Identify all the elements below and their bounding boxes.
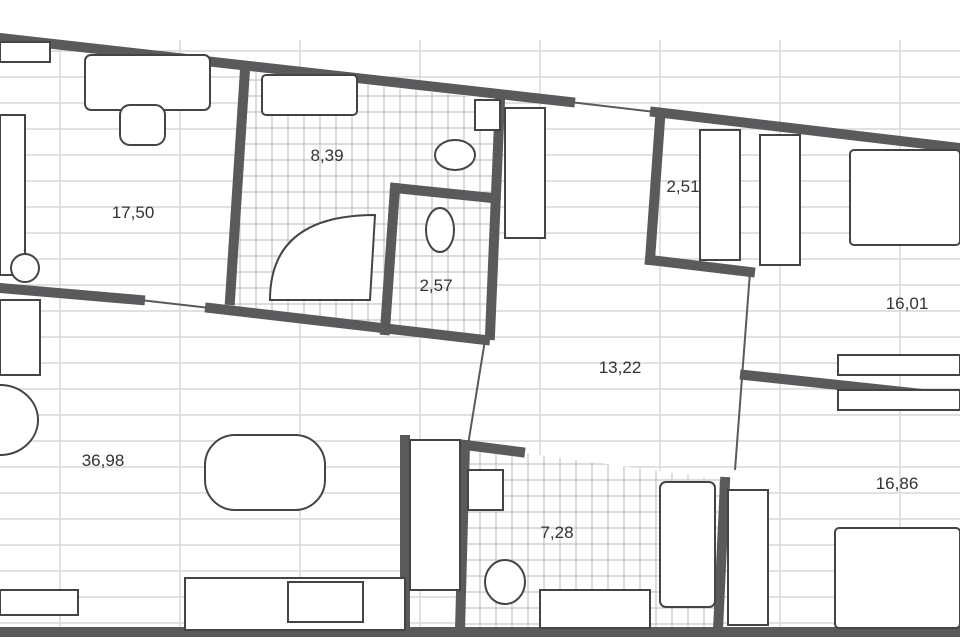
bed-left <box>0 114 26 276</box>
sink-upper <box>261 74 358 116</box>
dining-table <box>204 434 326 511</box>
room-area-label: 8,39 <box>310 146 344 165</box>
desk <box>84 54 211 111</box>
wardrobe-1 <box>504 107 546 239</box>
bathroom-lower-tiles <box>460 445 725 630</box>
room-area-label: 2,57 <box>419 276 453 295</box>
radiator-2 <box>837 389 960 411</box>
coffee-table <box>0 384 39 456</box>
toilet-lower <box>484 559 526 605</box>
bed-right-upper <box>849 149 960 246</box>
furniture <box>0 41 960 631</box>
room-area-label: 13,22 <box>598 358 642 377</box>
wardrobe-2 <box>699 129 741 261</box>
nightstand <box>10 253 40 283</box>
room-area-label: 2,51 <box>666 177 700 196</box>
radiator-top <box>0 41 51 63</box>
radiator-1 <box>837 354 960 376</box>
washer <box>467 469 504 511</box>
room-area-label: 7,28 <box>540 523 574 542</box>
room-area-label: 16,01 <box>885 294 929 313</box>
sink-lower <box>539 589 651 629</box>
chair <box>119 104 166 146</box>
wardrobe-3 <box>759 134 801 266</box>
bed-right-lower <box>834 527 960 629</box>
room-area-label: 36,98 <box>81 451 125 470</box>
walls <box>0 32 960 637</box>
kitchen-counter <box>409 439 461 591</box>
shaft <box>474 99 501 131</box>
toilet-1 <box>425 207 455 253</box>
sofa <box>0 299 41 376</box>
room-area-label: 17,50 <box>111 203 155 222</box>
radiator-left <box>0 589 79 616</box>
wardrobe-4 <box>727 489 769 626</box>
bathtub <box>659 481 716 608</box>
room-area-label: 16,86 <box>875 474 919 493</box>
kitchen-sink <box>287 581 364 623</box>
toilet-2 <box>434 139 476 171</box>
bathtub-corner <box>268 213 377 301</box>
